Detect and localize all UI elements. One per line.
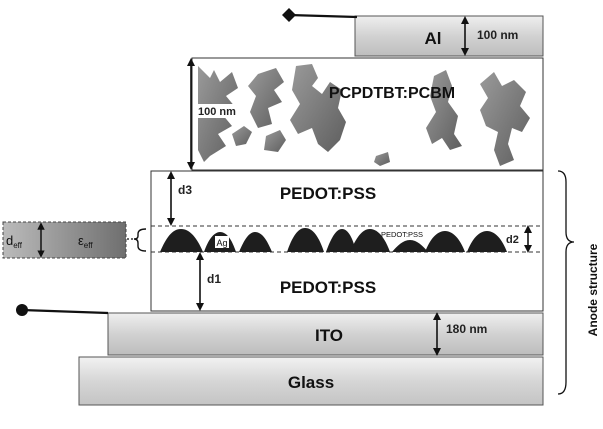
d2-label: d2 [506, 234, 519, 246]
d3-label: d3 [178, 183, 192, 197]
polymer-domain [480, 72, 530, 166]
d2-dimension: d2 [506, 225, 532, 253]
al-contact [282, 8, 358, 22]
ito-layer: ITO 180 nm [107, 312, 544, 356]
pedot-bottom-label: PEDOT:PSS [280, 278, 376, 297]
ag-label-backdrop [215, 236, 229, 248]
polymer-domain [426, 70, 462, 150]
glass-layer: Glass [78, 356, 544, 406]
active-layer-label: PCPDTBT:PCBM [329, 85, 455, 102]
pedot-small-label: PEDOT:PSS [381, 230, 423, 239]
polymer-domain [264, 130, 286, 152]
inset-brace [133, 228, 147, 252]
al-label: Al [425, 29, 442, 48]
pedot-top-label: PEDOT:PSS [280, 184, 376, 203]
effective-medium-inset: deff εeff [2, 221, 147, 259]
al-thickness-label: 100 nm [477, 28, 518, 42]
anode-structure-label: Anode structure [586, 243, 600, 336]
ag-bump [467, 231, 507, 252]
d-eff-label: deff [6, 233, 23, 250]
anode-structure-brace: Anode structure [557, 170, 600, 395]
active-thickness-label: 100 nm [198, 106, 236, 118]
ito-label: ITO [315, 326, 343, 345]
ag-bump [392, 240, 428, 252]
ag-label: Ag [216, 238, 227, 248]
glass-label: Glass [288, 373, 334, 392]
polymer-domain [374, 152, 390, 166]
ito-thickness-label: 180 nm [446, 322, 487, 336]
ag-bump [425, 231, 465, 252]
al-layer: Al 100 nm [354, 15, 544, 57]
ag-bump [160, 229, 203, 252]
d3-dimension: d3 [167, 171, 192, 226]
d1-dimension: d1 [196, 252, 221, 311]
ag-bump [350, 229, 390, 252]
ag-bump [287, 228, 324, 252]
polymer-domain [248, 68, 284, 128]
ag-bump [326, 229, 356, 252]
ito-contact [16, 304, 109, 316]
active-thickness-backdrop [196, 104, 240, 118]
ag-bump [239, 232, 272, 252]
eps-eff-label: εeff [78, 233, 93, 250]
d1-label: d1 [207, 272, 221, 286]
polymer-domain [232, 126, 252, 146]
polymer-domain [290, 64, 346, 152]
active-layer: PCPDTBT:PCBM 100 nm [187, 57, 544, 171]
